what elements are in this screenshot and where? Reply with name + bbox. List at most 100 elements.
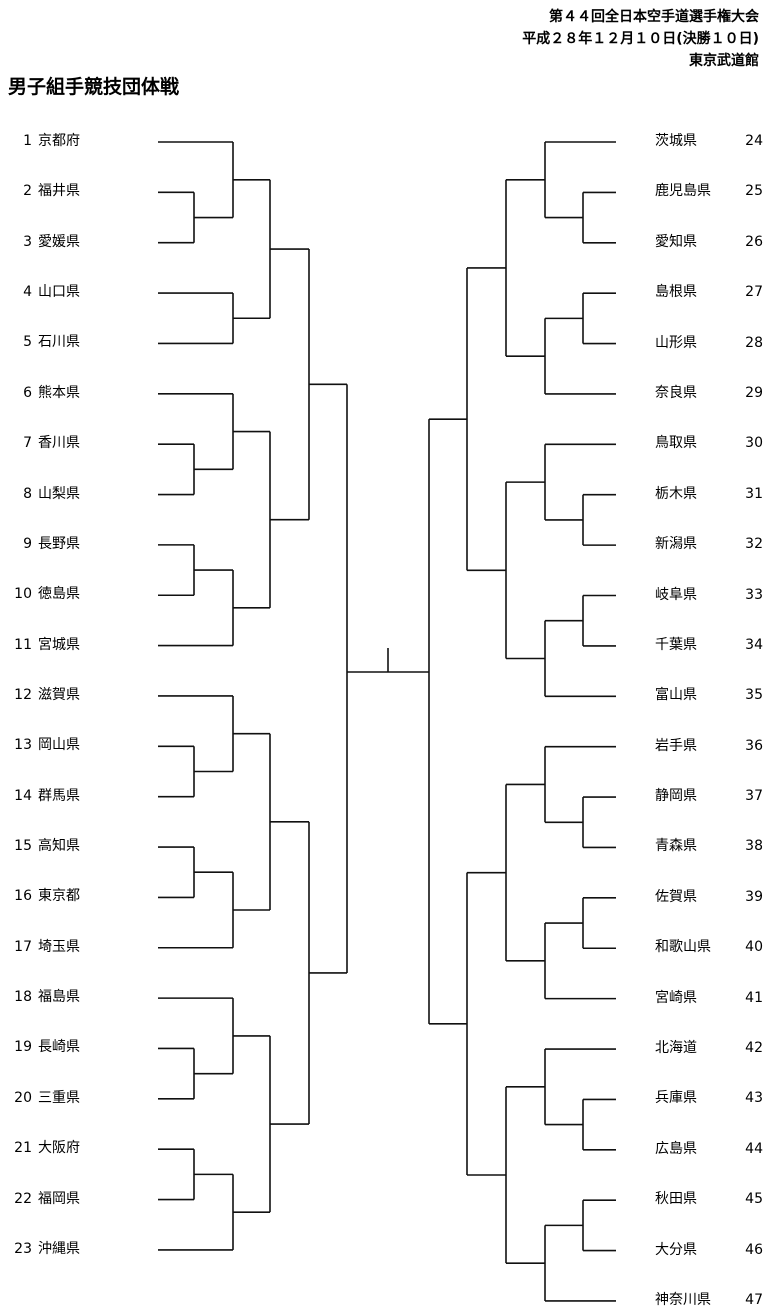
team-number: 33 — [745, 586, 763, 603]
team-name: 秋田県 — [655, 1191, 697, 1208]
team-name: 青森県 — [655, 838, 697, 855]
team-name: 北海道 — [655, 1040, 697, 1057]
team-entry: 和歌山県 40 — [655, 937, 763, 957]
team-name: 群馬県 — [38, 787, 80, 804]
team-number: 5 — [23, 334, 32, 351]
team-entry: 鹿児島県 25 — [655, 181, 763, 201]
page-title: 男子組手競技団体戦 — [8, 76, 180, 98]
team-number: 22 — [14, 1190, 32, 1207]
team-name: 埼玉県 — [38, 938, 80, 955]
team-name: 佐賀県 — [655, 888, 697, 905]
team-number: 18 — [14, 989, 32, 1006]
team-number: 9 — [23, 535, 32, 552]
team-entry: 19 長崎県 — [0, 1037, 80, 1057]
team-name: 岐阜県 — [655, 586, 697, 603]
team-name: 長崎県 — [38, 1039, 80, 1056]
team-name: 広島県 — [655, 1140, 697, 1157]
team-entry: 6 熊本県 — [0, 383, 80, 403]
team-name: 岡山県 — [38, 737, 80, 754]
team-number: 21 — [14, 1140, 32, 1157]
team-entry: 22 福岡県 — [0, 1189, 80, 1209]
team-name: 奈良県 — [655, 384, 697, 401]
team-number: 1 — [23, 133, 32, 149]
team-number: 17 — [14, 938, 32, 955]
team-entry: 北海道 42 — [655, 1038, 763, 1058]
team-number: 15 — [14, 838, 32, 855]
team-entry: 富山県 35 — [655, 685, 763, 705]
team-entry: 秋田県 45 — [655, 1189, 763, 1209]
team-number: 25 — [745, 183, 763, 200]
team-name: 長野県 — [38, 535, 80, 552]
team-entry: 神奈川県 47 — [655, 1290, 763, 1310]
team-entry: 20 三重県 — [0, 1088, 80, 1108]
team-number: 47 — [745, 1291, 763, 1308]
team-name: 滋賀県 — [38, 686, 80, 703]
team-number: 12 — [14, 686, 32, 703]
team-number: 32 — [745, 536, 763, 553]
team-name: 千葉県 — [655, 636, 697, 653]
team-entry: 17 埼玉県 — [0, 937, 80, 957]
team-name: 熊本県 — [38, 384, 80, 401]
team-name: 福島県 — [38, 989, 80, 1006]
team-name: 鹿児島県 — [655, 183, 711, 200]
team-name: 富山県 — [655, 687, 697, 704]
team-number: 7 — [23, 435, 32, 452]
team-entry: 12 滋賀県 — [0, 685, 80, 705]
team-number: 40 — [745, 939, 763, 956]
team-name: 愛知県 — [655, 233, 697, 250]
team-number: 2 — [23, 183, 32, 200]
team-number: 3 — [23, 233, 32, 250]
team-name: 和歌山県 — [655, 939, 711, 956]
team-number: 46 — [745, 1241, 763, 1258]
team-number: 8 — [23, 485, 32, 502]
team-entry: 18 福島県 — [0, 987, 80, 1007]
team-entry: 9 長野県 — [0, 534, 80, 554]
team-name: 岩手県 — [655, 737, 697, 754]
team-name: 京都府 — [38, 133, 80, 149]
team-name: 福岡県 — [38, 1190, 80, 1207]
team-name: 静岡県 — [655, 788, 697, 805]
team-entry: 8 山梨県 — [0, 484, 80, 504]
team-name: 兵庫県 — [655, 1090, 697, 1107]
team-entry: 広島県 44 — [655, 1139, 763, 1159]
team-name: 三重県 — [38, 1089, 80, 1106]
team-name: 大阪府 — [38, 1140, 80, 1157]
team-entry: 兵庫県 43 — [655, 1088, 763, 1108]
team-entry: 1 京都府 — [0, 131, 80, 151]
team-name: 山梨県 — [38, 485, 80, 502]
team-number: 35 — [745, 687, 763, 704]
team-number: 26 — [745, 233, 763, 250]
team-entry: 千葉県 34 — [655, 635, 763, 655]
team-name: 神奈川県 — [655, 1291, 711, 1308]
team-number: 6 — [23, 384, 32, 401]
team-number: 34 — [745, 636, 763, 653]
team-number: 45 — [745, 1191, 763, 1208]
team-number: 42 — [745, 1040, 763, 1057]
team-number: 44 — [745, 1140, 763, 1157]
team-number: 20 — [14, 1089, 32, 1106]
team-number: 19 — [14, 1039, 32, 1056]
team-name: 鳥取県 — [655, 435, 697, 452]
team-number: 38 — [745, 838, 763, 855]
team-number: 43 — [745, 1090, 763, 1107]
